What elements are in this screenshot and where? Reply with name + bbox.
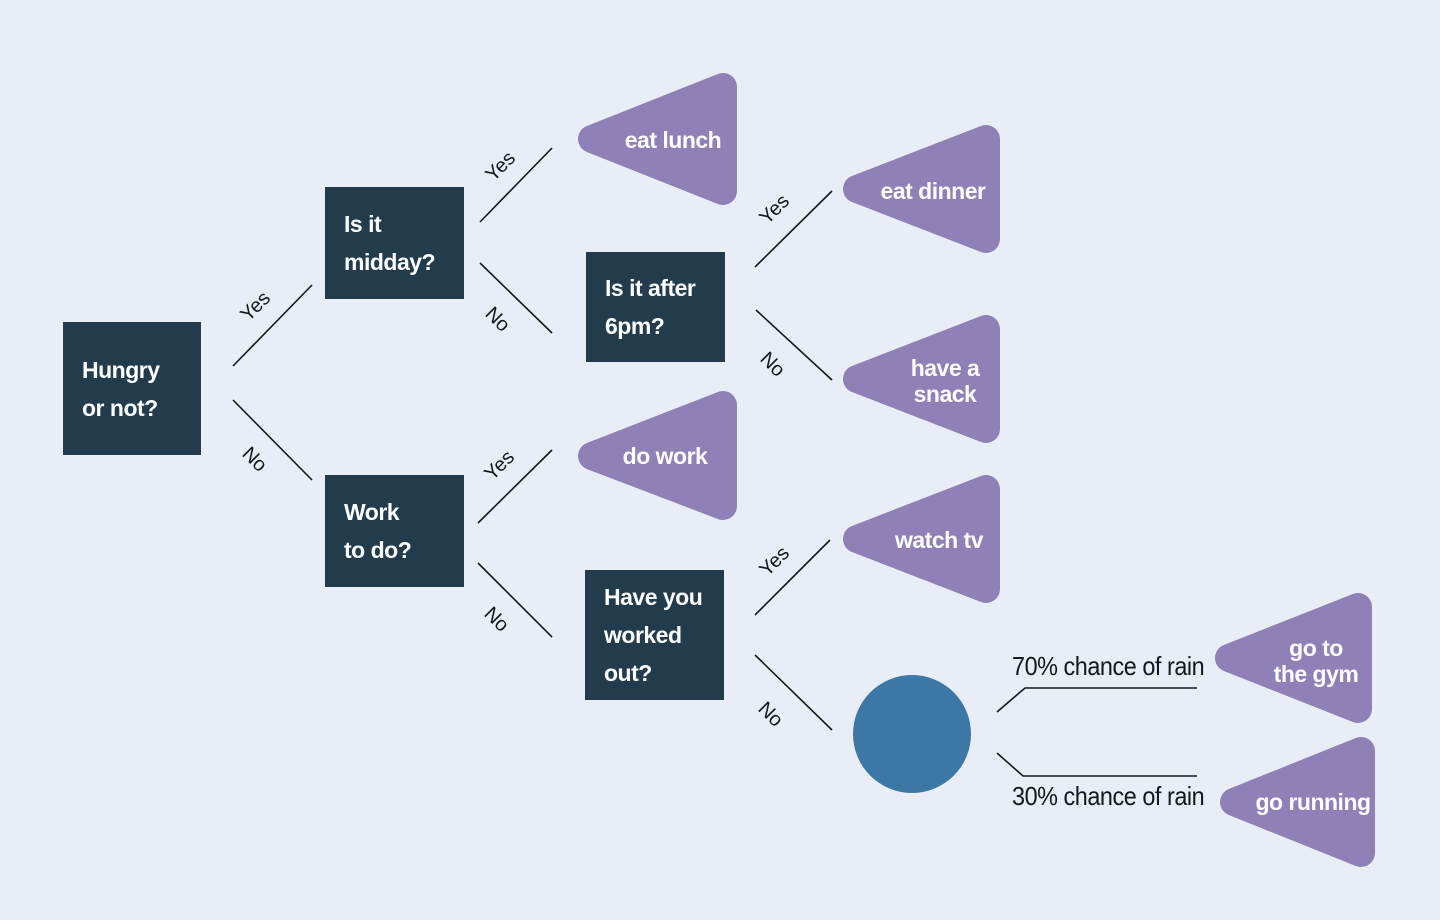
- outcome-eat-dinner-label: eat dinner: [881, 178, 986, 204]
- outcome-go-gym-text1: go to: [1289, 635, 1343, 661]
- decision-node-midday-line2: midday?: [344, 249, 436, 275]
- decision-node-hungry-line2: or not?: [82, 394, 158, 421]
- outcome-eat-dinner-text: eat dinner: [880, 178, 986, 204]
- outcome-watch-tv-label: watch tv: [894, 527, 984, 553]
- decision-node-after6pm: Is it after 6pm?: [586, 252, 725, 362]
- edge-chance-high-line: [996, 687, 1197, 713]
- outcome-have-snack-text1: have a: [910, 355, 980, 381]
- outcome-go-gym-text2: the gym: [1273, 661, 1359, 687]
- edge-work-yes-line: [477, 449, 553, 524]
- outcome-watch-tv-shape: [843, 475, 1000, 603]
- decision-node-after6pm-line1: Is it after: [605, 275, 696, 301]
- outcome-watch-tv-text: watch tv: [894, 527, 984, 553]
- decision-node-worked-out: Have you worked out?: [585, 570, 724, 700]
- outcome-eat-lunch-label: eat lunch: [624, 127, 722, 153]
- outcome-eat-lunch-text: eat lunch: [624, 127, 722, 153]
- edge-chance-low-line: [996, 752, 1197, 777]
- edge-worked-out-yes-line: [754, 539, 831, 616]
- decision-node-midday-line1: Is it: [344, 211, 382, 237]
- edge-hungry-no-line: [232, 399, 313, 481]
- edge-midday-no-line: [479, 262, 553, 334]
- decision-node-work-line2: to do?: [344, 537, 412, 563]
- outcome-do-work-label: do work: [623, 443, 708, 469]
- edge-hungry-yes-line: [232, 284, 313, 367]
- edge-after6pm-no-line: [755, 309, 833, 381]
- decision-node-work: Work to do?: [325, 475, 464, 587]
- outcome-go-running-label: go running: [1255, 789, 1371, 815]
- outcome-have-snack-shape: [843, 315, 1000, 443]
- decision-node-worked-out-line3: out?: [604, 660, 652, 686]
- outcome-have-snack-text2: snack: [913, 381, 977, 407]
- edge-work-no-line: [477, 562, 553, 638]
- decision-node-work-line1: Work: [344, 499, 400, 525]
- decision-node-hungry: Hungry or not?: [63, 322, 201, 455]
- decision-node-worked-out-line2: worked: [604, 622, 682, 648]
- edge-worked-out-no-line: [754, 654, 833, 731]
- outcome-eat-dinner-shape: [843, 125, 1000, 253]
- outcome-do-work-shape: [578, 391, 737, 520]
- outcome-have-snack-label: have a snack: [911, 355, 980, 407]
- edge-midday-yes-line: [479, 147, 553, 223]
- decision-node-after6pm-line2: 6pm?: [605, 313, 665, 339]
- chance-label-low: 30% chance of rain: [1012, 781, 1205, 811]
- outcome-do-work-text: do work: [622, 443, 708, 469]
- outcome-go-running-text: go running: [1255, 789, 1371, 815]
- edge-after6pm-yes-line: [754, 190, 833, 268]
- decision-node-worked-out-line1: Have you: [604, 584, 703, 610]
- outcome-go-gym-label: go to the gym: [1274, 635, 1359, 687]
- outcome-eat-lunch-shape: [578, 73, 737, 205]
- decision-node-hungry-line1: Hungry: [82, 356, 160, 383]
- outcome-go-gym-shape: [1215, 593, 1372, 723]
- chance-label-high: 70% chance of rain: [1012, 651, 1205, 681]
- outcome-go-running-shape: [1220, 737, 1375, 867]
- chance-node-circle: [853, 675, 971, 793]
- decision-node-midday: Is it midday?: [325, 187, 464, 299]
